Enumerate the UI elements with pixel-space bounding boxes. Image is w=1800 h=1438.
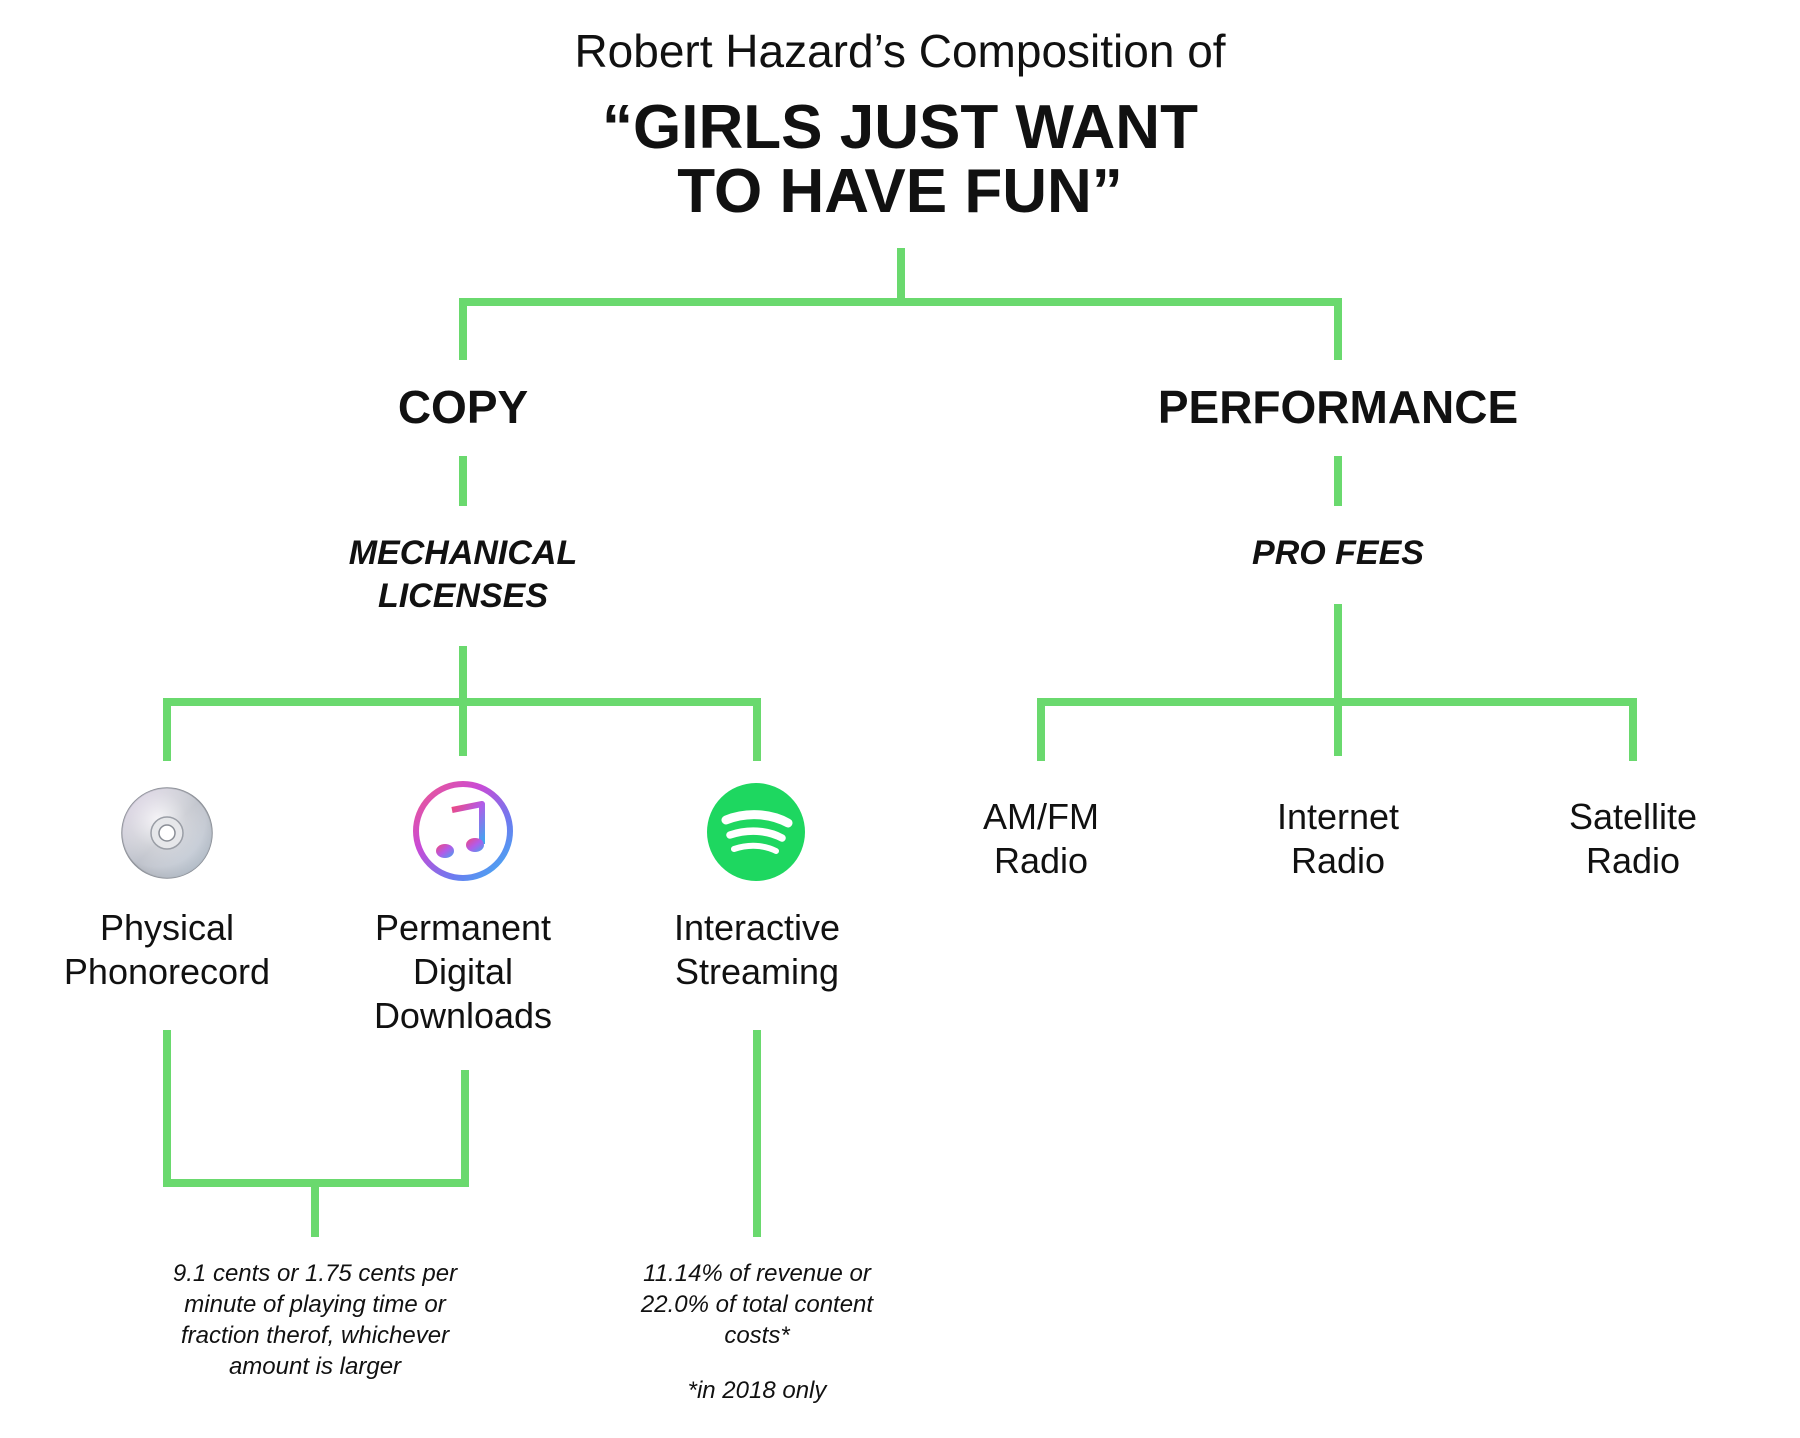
diagram-subtitle: Robert Hazard’s Composition of: [574, 25, 1226, 77]
itunes-music-note-icon: [412, 780, 514, 882]
diagram-title: “GIRLS JUST WANT TO HAVE FUN”: [602, 93, 1198, 226]
leaf-am-fm-radio: AM/FM Radio: [983, 796, 1099, 881]
leaf-satellite-radio: Satellite Radio: [1568, 796, 1698, 881]
connector-physical-digital-merge: [163, 1030, 469, 1187]
spotify-icon: [706, 782, 806, 882]
branch-performance-label: PERFORMANCE: [1157, 381, 1519, 433]
footnote-2018: *in 2018 only: [687, 1377, 827, 1404]
rate-note-streaming: 11.14% of revenue or 22.0% of total cont…: [640, 1260, 874, 1349]
pro-fees-label: PRO FEES: [1252, 534, 1424, 572]
leaf-permanent-digital-downloads: Permanent Digital Downloads: [373, 907, 553, 1036]
connector-top-branch: [459, 298, 1342, 360]
mechanical-licenses-label: MECHANICAL LICENSES: [348, 534, 578, 615]
rate-note-physical-digital: 9.1 cents or 1.75 cents per minute of pl…: [172, 1260, 458, 1380]
leaf-internet-radio: Internet Radio: [1276, 796, 1400, 881]
leaf-interactive-streaming: Interactive Streaming: [673, 907, 841, 992]
branch-copy-label: COPY: [397, 381, 529, 433]
cd-disc-icon: [120, 786, 214, 880]
leaf-physical-phonorecord: Physical Phonorecord: [63, 907, 271, 992]
